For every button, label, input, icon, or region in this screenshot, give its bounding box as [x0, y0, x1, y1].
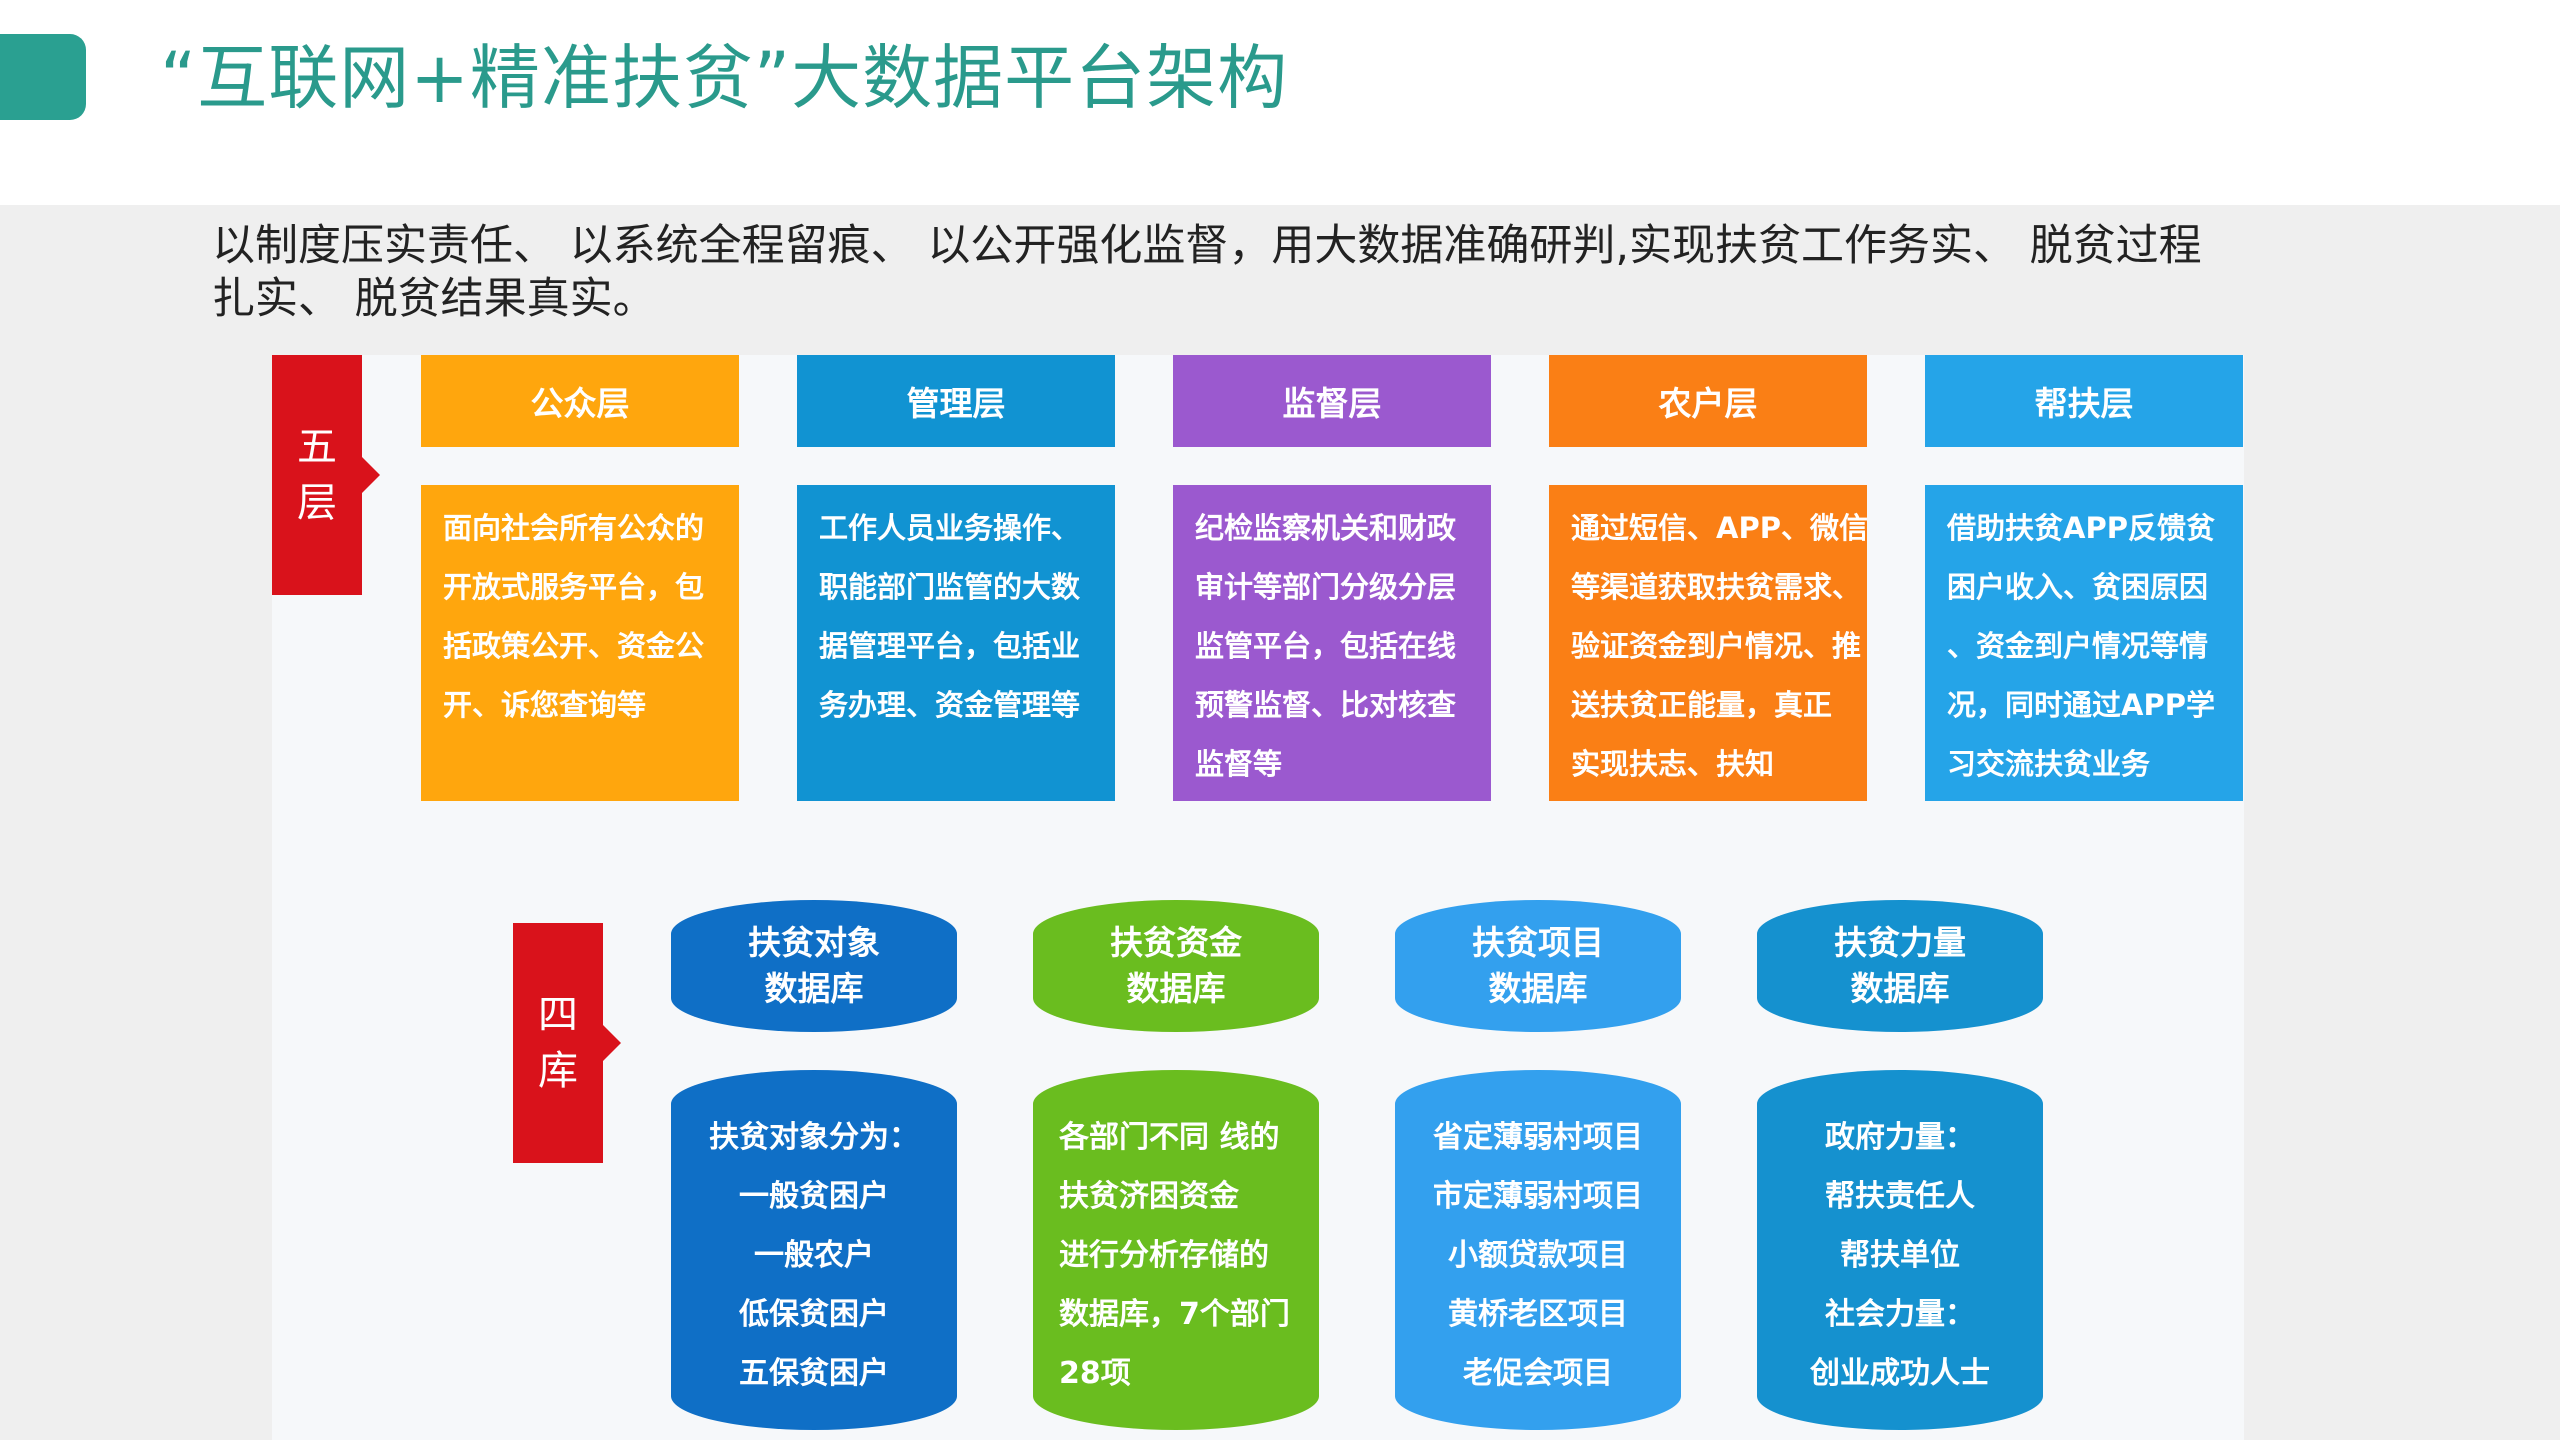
database-body-projects: 省定薄弱村项目 市定薄弱村项目 小额贷款项目 黄桥老区项目 老促会项目 [1395, 1070, 1681, 1430]
layer-line: 据管理平台，包括业 [819, 629, 1081, 663]
layer-header-management: 管理层 [797, 355, 1115, 447]
layer-body-management: 工作人员业务操作、 职能部门监管的大数 据管理平台，包括业 务办理、资金管理等 [797, 485, 1115, 801]
layer-line: 开放式服务平台，包 [443, 570, 705, 604]
layer-body-supervision: 纪检监察机关和财政 审计等部门分级分层 监管平台，包括在线 预警监督、比对核查 … [1173, 485, 1491, 801]
database-line: 小额贷款项目 [1448, 1238, 1628, 1273]
database-line: 一般贫困户 [739, 1179, 889, 1214]
database-line: 创业成功人士 [1810, 1356, 1990, 1391]
database-name-line: 数据库 [1488, 969, 1588, 1008]
label-char: 库 [538, 1048, 578, 1094]
label-char: 层 [297, 480, 337, 526]
database-name-line: 扶贫对象 [748, 923, 880, 962]
database-line: 数据库，7个部门 [1059, 1297, 1290, 1332]
database-line: 黄桥老区项目 [1448, 1297, 1628, 1332]
intro-line: 以制度压实责任、 以系统全程留痕、 以公开强化监督，用大数据准确研判,实现扶贫工… [212, 221, 2202, 271]
database-line: 进行分析存储的 [1059, 1238, 1269, 1273]
intro-text: 以制度压实责任、 以系统全程留痕、 以公开强化监督，用大数据准确研判,实现扶贫工… [212, 220, 2412, 326]
database-line: 五保贫困户 [739, 1356, 889, 1391]
layer-header-supervision: 监督层 [1173, 355, 1491, 447]
database-line: 低保贫困户 [739, 1297, 889, 1332]
intro-line: 扎实、 脱贫结果真实。 [212, 274, 656, 324]
layer-line: 纪检监察机关和财政 [1195, 511, 1457, 545]
database-header-targets: 扶贫对象 数据库 [671, 900, 957, 1032]
layer-line: 审计等部门分级分层 [1195, 570, 1457, 604]
database-name-line: 扶贫力量 [1834, 923, 1966, 962]
database-line: 扶贫济困资金 [1059, 1179, 1239, 1214]
database-line: 省定薄弱村项目 [1433, 1120, 1643, 1155]
layer-line: 况，同时通过APP学 [1947, 688, 2215, 722]
database-line: 社会力量： [1825, 1297, 1975, 1332]
label-char: 五 [297, 424, 337, 470]
layer-line: 务办理、资金管理等 [819, 688, 1081, 722]
layer-line: 括政策公开、资金公 [443, 629, 705, 663]
layer-line: 面向社会所有公众的 [443, 511, 705, 545]
database-header-funds: 扶贫资金 数据库 [1033, 900, 1319, 1032]
layer-header-assistance: 帮扶层 [1925, 355, 2243, 447]
database-name-line: 数据库 [1850, 969, 1950, 1008]
database-line: 帮扶责任人 [1825, 1179, 1975, 1214]
label-char: 四 [538, 992, 578, 1038]
database-name-line: 扶贫资金 [1110, 923, 1242, 962]
layer-header-public: 公众层 [421, 355, 739, 447]
database-line: 帮扶单位 [1840, 1238, 1960, 1273]
database-line: 各部门不同 线的 [1059, 1120, 1280, 1155]
database-name-line: 数据库 [764, 969, 864, 1008]
layer-line: 送扶贫正能量，真正 [1571, 688, 1833, 722]
database-line: 市定薄弱村项目 [1433, 1179, 1643, 1214]
database-line: 28项 [1059, 1356, 1131, 1391]
database-line: 政府力量： [1825, 1120, 1975, 1155]
layer-line: 困户收入、贫困原因 [1947, 570, 2209, 604]
database-header-projects: 扶贫项目 数据库 [1395, 900, 1681, 1032]
layer-line: 习交流扶贫业务 [1947, 747, 2151, 781]
database-body-funds: 各部门不同 线的 扶贫济困资金 进行分析存储的 数据库，7个部门 28项 [1033, 1070, 1319, 1430]
layer-line: 验证资金到户情况、推 [1571, 629, 1862, 663]
layer-line: 预警监督、比对核查 [1195, 688, 1457, 722]
accent-tab [0, 34, 86, 120]
four-databases-label: 四 库 [513, 923, 621, 1163]
layer-line: 职能部门监管的大数 [819, 570, 1081, 604]
layer-body-assistance: 借助扶贫APP反馈贫 困户收入、贫困原因 、资金到户情况等情 况，同时通过APP… [1925, 485, 2243, 801]
layer-body-farmer: 通过短信、APP、微信 等渠道获取扶贫需求、 验证资金到户情况、推 送扶贫正能量… [1549, 485, 1868, 801]
layer-line: 等渠道获取扶贫需求、 [1571, 570, 1862, 604]
database-name-line: 数据库 [1126, 969, 1226, 1008]
layer-line: 开、诉您查询等 [443, 688, 647, 722]
database-line: 老促会项目 [1463, 1356, 1613, 1391]
database-header-forces: 扶贫力量 数据库 [1757, 900, 2043, 1032]
layer-line: 实现扶志、扶知 [1571, 747, 1775, 781]
five-layers-label: 五 层 [272, 355, 380, 595]
layer-line: 、资金到户情况等情 [1947, 629, 2209, 663]
layer-line: 通过短信、APP、微信 [1571, 511, 1868, 545]
database-name-line: 扶贫项目 [1472, 923, 1604, 962]
database-line: 一般农户 [754, 1238, 874, 1273]
layer-line: 监管平台，包括在线 [1195, 629, 1457, 663]
layer-line: 工作人员业务操作、 [819, 511, 1081, 545]
database-body-forces: 政府力量： 帮扶责任人 帮扶单位 社会力量： 创业成功人士 [1757, 1070, 2043, 1430]
slide-title: “互联网+精准扶贫”大数据平台架构 [160, 37, 1289, 119]
layer-line: 借助扶贫APP反馈贫 [1947, 511, 2215, 545]
layer-body-public: 面向社会所有公众的 开放式服务平台，包 括政策公开、资金公 开、诉您查询等 [421, 485, 739, 801]
database-body-targets: 扶贫对象分为： 一般贫困户 一般农户 低保贫困户 五保贫困户 [671, 1070, 957, 1430]
layer-header-farmer: 农户层 [1549, 355, 1867, 447]
database-line: 扶贫对象分为： [709, 1120, 919, 1155]
layer-line: 监督等 [1195, 747, 1283, 781]
